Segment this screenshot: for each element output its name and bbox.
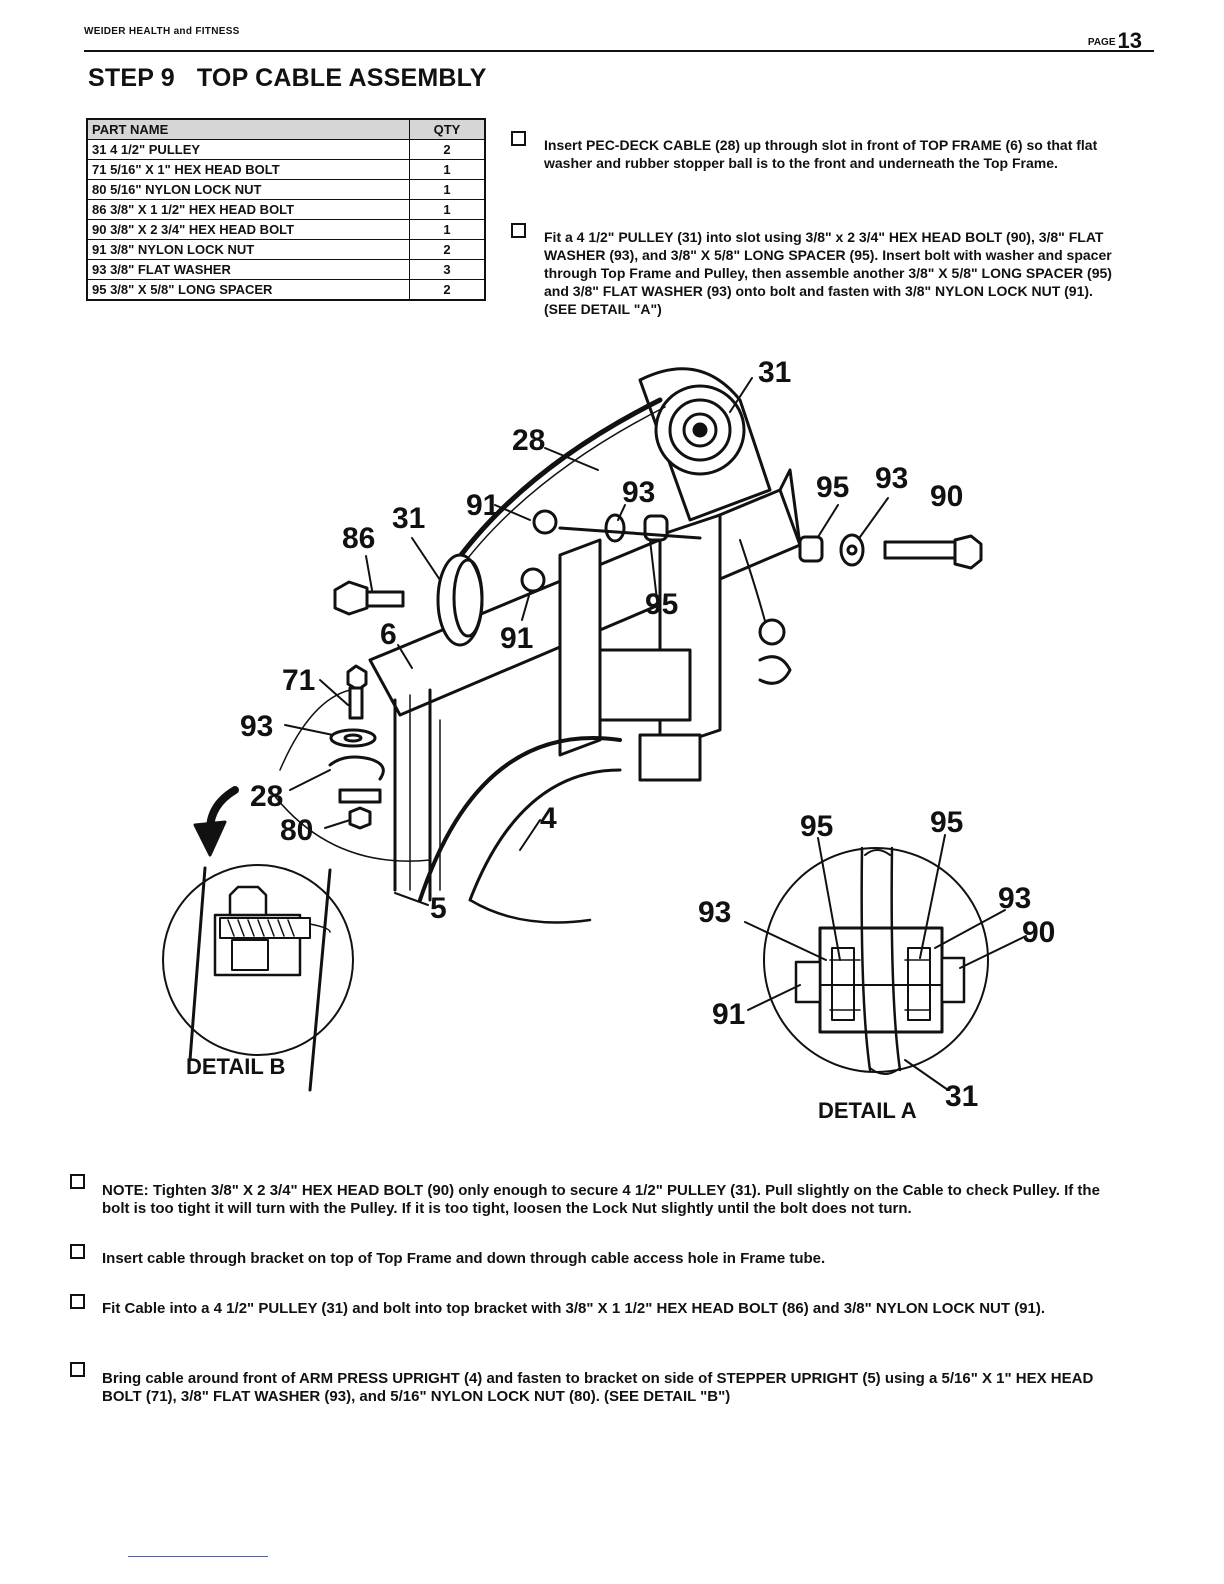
callout-80: 80 <box>280 814 313 847</box>
callout-93-mid: 93 <box>622 476 655 509</box>
instruction-fit-pulley: Fit a 4 1/2" PULLEY (31) into slot using… <box>544 229 1112 317</box>
detail-a-callout-93-left: 93 <box>698 896 731 929</box>
detail-a-label: DETAIL A <box>818 1098 917 1123</box>
step-checkbox-5[interactable] <box>70 1362 85 1377</box>
detail-a-callout-93-right: 93 <box>998 882 1031 915</box>
callout-95-right: 95 <box>816 471 849 504</box>
step-checkbox-3[interactable] <box>70 1244 85 1259</box>
instruction-bring-cable-around: Bring cable around front of ARM PRESS UP… <box>102 1370 1094 1405</box>
step-checkbox-2[interactable] <box>511 223 526 238</box>
callout-95-mid: 95 <box>645 588 678 621</box>
page-word: PAGE <box>1087 37 1116 48</box>
step-checkbox-1[interactable] <box>511 131 526 146</box>
detail-a-callout-95-left: 95 <box>800 810 833 843</box>
callout-93-right: 93 <box>875 462 908 495</box>
detail-a-callout-95-right: 95 <box>930 806 963 839</box>
instruction-insert-through-bracket: Insert cable through bracket on top of T… <box>102 1250 826 1267</box>
callout-31-left: 31 <box>392 502 425 535</box>
step-checkbox-4[interactable] <box>70 1294 85 1309</box>
detail-a-callout-90: 90 <box>1022 916 1055 949</box>
part-qty: 1 <box>409 219 486 240</box>
part-name: 90 3/8" X 2 3/4" HEX HEAD BOLT <box>86 219 410 240</box>
part-name: 95 3/8" X 5/8" LONG SPACER <box>86 279 410 301</box>
instruction-note-tighten: NOTE: Tighten 3/8" X 2 3/4" HEX HEAD BOL… <box>102 1182 1100 1217</box>
header-rule <box>84 50 1154 52</box>
callout-91-top: 91 <box>466 489 499 522</box>
step-name: TOP CABLE ASSEMBLY <box>196 64 487 92</box>
callout-93-left: 93 <box>240 710 273 743</box>
footer-rule <box>128 1556 268 1557</box>
part-qty: 3 <box>409 259 486 280</box>
callout-91-mid: 91 <box>500 622 533 655</box>
instruction-insert-cable: Insert PEC-DECK CABLE (28) up through sl… <box>544 137 1098 171</box>
page-number: 13 <box>1117 28 1142 53</box>
note-checkbox[interactable] <box>70 1174 85 1189</box>
callout-86: 86 <box>342 522 375 555</box>
instruction-fit-cable-pulley: Fit Cable into a 4 1/2" PULLEY (31) and … <box>102 1300 1046 1317</box>
step-label: STEP 9 <box>88 64 175 92</box>
part-qty: 2 <box>409 279 486 301</box>
page-indicator: PAGE13 <box>1088 28 1142 54</box>
callout-5: 5 <box>430 892 447 925</box>
part-name: 93 3/8" FLAT WASHER <box>86 259 410 280</box>
callout-31-top: 31 <box>758 356 791 389</box>
company-name: WEIDER HEALTH and FITNESS <box>84 26 240 37</box>
callout-6: 6 <box>380 618 397 651</box>
detail-b-label: DETAIL B <box>186 1054 285 1079</box>
callout-28-left: 28 <box>250 780 283 813</box>
detail-a-callout-91: 91 <box>712 998 745 1031</box>
detail-a-callout-31: 31 <box>945 1080 978 1113</box>
callout-4: 4 <box>540 802 557 835</box>
callout-90-right: 90 <box>930 480 963 513</box>
part-name: 86 3/8" X 1 1/2" HEX HEAD BOLT <box>86 199 410 220</box>
callout-71: 71 <box>282 664 315 697</box>
step-title: STEP 9 TOP CABLE ASSEMBLY <box>88 64 487 93</box>
callout-28: 28 <box>512 424 545 457</box>
